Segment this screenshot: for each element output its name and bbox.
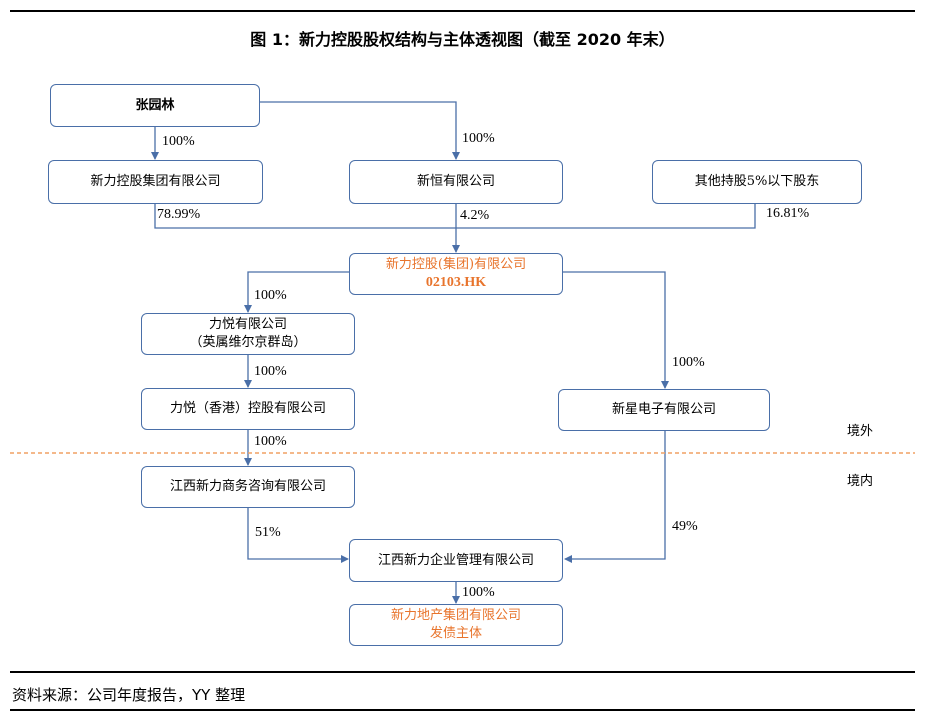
node-liyue-bvi: 力悦有限公司 （英属维尔京群岛） <box>141 313 355 355</box>
pct-hk-consult: 100% <box>254 434 287 449</box>
node-property-line1: 新力地产集团有限公司 <box>390 608 521 623</box>
edge-holding-liyue <box>244 271 350 313</box>
pct-xinheng-holding: 4.2% <box>460 208 490 223</box>
pct-mgmt-property: 100% <box>462 585 495 600</box>
pct-xinxing-mgmt: 49% <box>672 519 698 534</box>
pct-zhang-group: 100% <box>162 134 195 149</box>
pct-group-holding: 78.99% <box>157 207 201 222</box>
node-xinxing: 新星电子有限公司 <box>558 389 770 431</box>
node-jiangxi-mgmt-label: 江西新力企业管理有限公司 <box>377 552 534 568</box>
pct-zhang-xinheng: 100% <box>462 131 495 146</box>
node-xinxing-label: 新星电子有限公司 <box>611 402 716 417</box>
region-onshore: 境内 <box>847 474 874 489</box>
node-others-label: 其他持股5%以下股东 <box>694 174 820 189</box>
node-jiangxi-consult-label: 江西新力商务咨询有限公司 <box>169 479 326 494</box>
edge-group-holding <box>154 204 456 229</box>
edge-consult-mgmt <box>247 508 349 563</box>
node-others: 其他持股5%以下股东 <box>652 160 862 204</box>
edge-xinxing-mgmt <box>564 430 666 563</box>
node-xinli-group: 新力控股集团有限公司 <box>48 160 263 204</box>
node-jiangxi-consult: 江西新力商务咨询有限公司 <box>141 466 355 508</box>
pct-others-holding: 16.81% <box>766 206 810 221</box>
edge-others-holding <box>456 204 756 229</box>
pct-holding-liyue: 100% <box>254 288 287 303</box>
node-xinli-group-label: 新力控股集团有限公司 <box>90 174 221 189</box>
node-property-line2: 发债主体 <box>429 626 482 641</box>
node-xinheng-label: 新恒有限公司 <box>416 174 495 189</box>
edge-zhang-xinheng <box>260 101 460 160</box>
pct-consult-mgmt: 51% <box>255 525 281 540</box>
node-zhang: 张园林 <box>50 84 260 127</box>
top-rule <box>10 10 915 12</box>
node-zhang-label: 张园林 <box>135 97 175 113</box>
edge-holding-xinxing <box>563 271 669 389</box>
node-holding-name: 新力控股(集团)有限公司 <box>385 257 527 272</box>
node-liyue-hk: 力悦（香港）控股有限公司 <box>141 388 355 430</box>
pct-holding-xinxing: 100% <box>672 355 705 370</box>
region-offshore: 境外 <box>847 424 874 439</box>
figure-title: 图 1：新力控股股权结构与主体透视图（截至 2020 年末） <box>250 30 675 49</box>
node-property: 新力地产集团有限公司 发债主体 <box>349 604 563 646</box>
node-xinheng: 新恒有限公司 <box>349 160 563 204</box>
node-liyue-bvi-line1: 力悦有限公司 <box>208 317 287 332</box>
node-liyue-bvi-line2: （英属维尔京群岛） <box>189 335 307 350</box>
pct-liyue-hk: 100% <box>254 364 287 379</box>
node-holding: 新力控股(集团)有限公司 02103.HK <box>349 253 563 295</box>
bottom-rule <box>10 709 915 711</box>
source-note: 资料来源：公司年度报告，YY 整理 <box>12 686 246 704</box>
node-holding-code: 02103.HK <box>425 275 487 290</box>
source-top-rule <box>10 671 915 673</box>
node-jiangxi-mgmt: 江西新力企业管理有限公司 <box>349 539 563 582</box>
node-liyue-hk-label: 力悦（香港）控股有限公司 <box>169 401 326 416</box>
